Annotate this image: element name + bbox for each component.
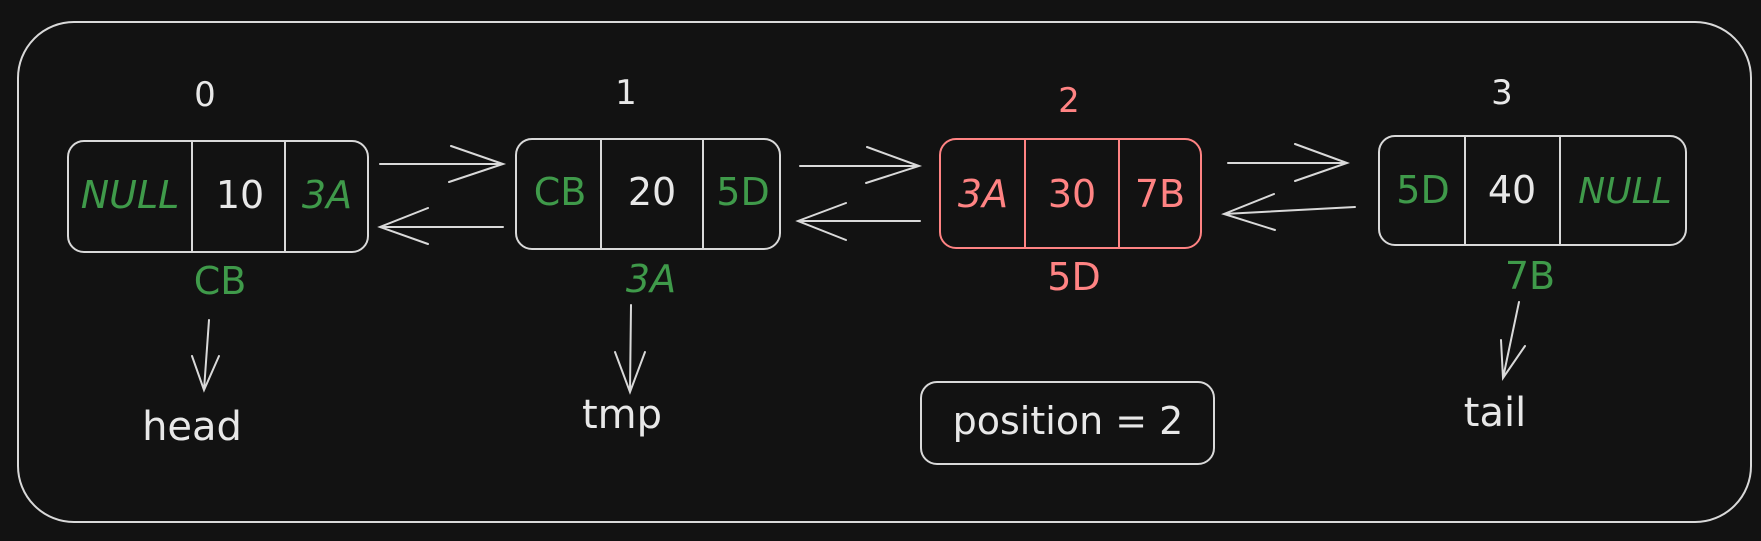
next-pointer: 7B — [1135, 172, 1185, 216]
tmp-pointer-arrow — [614, 304, 646, 395]
next-pointer: 5D — [716, 170, 769, 214]
node-box — [939, 138, 1202, 249]
next-pointer: NULL — [1578, 171, 1671, 212]
position-box-border — [920, 381, 1215, 465]
prev-arrow — [1221, 193, 1356, 231]
node-value: 30 — [1048, 172, 1096, 216]
head-pointer-arrow — [191, 319, 220, 393]
node-1: 1 CB 20 5D 3A tmp — [515, 73, 781, 438]
node-index: 1 — [615, 73, 637, 113]
prev-pointer: NULL — [81, 173, 180, 217]
position-box: position = 2 — [920, 381, 1215, 465]
position-label: position = 2 — [953, 399, 1184, 443]
head-label: head — [142, 404, 242, 450]
next-arrow — [799, 146, 923, 184]
node-address: 3A — [626, 257, 676, 301]
prev-pointer: 5D — [1396, 168, 1449, 212]
node-box — [67, 140, 369, 253]
node-box — [1378, 135, 1687, 246]
frame — [17, 21, 1752, 523]
prev-arrow — [377, 207, 504, 245]
tmp-label: tmp — [582, 392, 662, 438]
node-address: 5D — [1047, 255, 1100, 299]
node-address: 7B — [1505, 254, 1555, 298]
node-value: 40 — [1488, 168, 1536, 212]
prev-arrow — [795, 202, 921, 241]
next-arrow — [1227, 143, 1350, 182]
node-index: 2 — [1058, 81, 1080, 121]
node-0: 0 NULL 10 3A CB head — [67, 75, 369, 450]
prev-pointer: CB — [534, 170, 587, 214]
node-value: 10 — [216, 173, 264, 217]
next-pointer: 3A — [302, 173, 352, 217]
node-value: 20 — [628, 170, 676, 214]
next-arrow — [379, 145, 507, 183]
tail-pointer-arrow — [1500, 301, 1526, 381]
node-2: 2 3A 30 7B 5D — [939, 81, 1202, 299]
prev-pointer: 3A — [958, 172, 1008, 216]
node-address: CB — [194, 259, 247, 303]
node-box — [515, 138, 781, 250]
node-index: 0 — [194, 75, 216, 115]
node-index: 3 — [1491, 73, 1513, 113]
tail-label: tail — [1464, 390, 1526, 436]
node-3: 3 5D 40 NULL 7B tail — [1378, 73, 1687, 436]
